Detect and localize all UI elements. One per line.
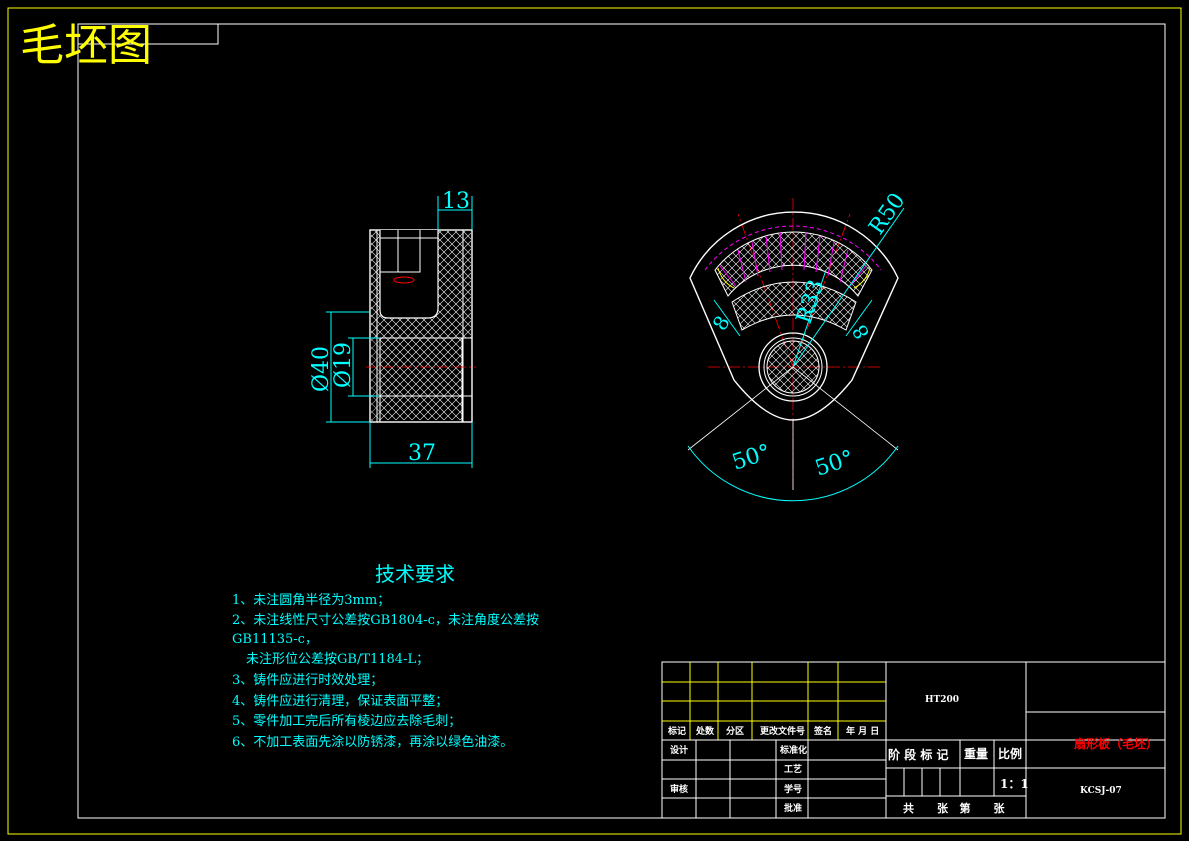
- front-slot: [379, 230, 439, 319]
- part-name: 扇形板（毛坯）: [1074, 736, 1158, 751]
- hdr-mark: 标记: [667, 725, 686, 737]
- tech-req-line-2b: GB11135-c，: [232, 632, 318, 647]
- hdr-doc: 更改文件号: [760, 725, 805, 737]
- hub-outer-circle: [758, 332, 828, 402]
- title-block-text: HT200 标记 处数 分区 更改文件号 签名 年 月 日 设计 标准化 工艺 …: [667, 695, 1158, 815]
- dim-40-label: Ø40: [309, 346, 334, 392]
- hub-mid-circle: [763, 337, 823, 397]
- r33-leader: [792, 269, 827, 368]
- angle-ext-right: [792, 366, 899, 451]
- dim-13-label: 13: [442, 189, 470, 214]
- tech-req-line-4: 4、铸件应进行清理，保证表面平整；: [232, 694, 449, 709]
- dim-37-label: 37: [408, 441, 436, 466]
- tech-req-line-2c: 未注形位公差按GB/T1184-L；: [246, 652, 430, 667]
- front-view: 13 37 Ø40 Ø19: [309, 189, 476, 468]
- row-design: 设计: [670, 744, 688, 756]
- tech-req-line-5: 5、零件加工完后所有棱边应去除毛刺；: [232, 714, 462, 729]
- sheets-label: 共 张 第 张: [903, 801, 1005, 815]
- dim-r50-label: R50: [864, 189, 910, 240]
- hdr-date: 年 月 日: [846, 725, 879, 737]
- sector-web-hatch: [731, 281, 857, 331]
- front-slot-step: [380, 237, 438, 273]
- tech-req-line-3: 3、铸件应进行时效处理；: [232, 673, 384, 688]
- row-review: 审核: [670, 783, 688, 795]
- angle-dim-arc: [687, 445, 899, 502]
- r50-leader: [792, 207, 905, 368]
- row-craft: 工艺: [784, 763, 802, 775]
- title-tab-box: [77, 23, 219, 45]
- side-view: 50° 50° R50 R33 8 8: [687, 189, 910, 502]
- dim-8-left-line: [713, 299, 741, 337]
- revision-grid: [662, 662, 886, 740]
- sector-trace-arc: [717, 267, 871, 289]
- dim-8-right-line: [845, 299, 873, 337]
- row-approve: 批准: [784, 802, 802, 814]
- angle-ext-left: [687, 366, 794, 451]
- hdr-sign: 签名: [813, 725, 832, 737]
- scale-value: 1：1: [1000, 777, 1029, 791]
- material-label: HT200: [925, 695, 959, 705]
- tech-req-title: 技术要求: [375, 562, 455, 586]
- hdr-zone: 分区: [726, 725, 744, 737]
- sheet-inner-frame: [77, 23, 1166, 819]
- dim-8-left-label: 8: [708, 311, 735, 334]
- hdr-count: 处数: [695, 725, 715, 737]
- front-slot-inner: [397, 230, 421, 273]
- tech-req-line-6: 6、不加工表面先涂以防锈漆，再涂以绿色油漆。: [232, 735, 514, 750]
- sector-tooth-marks: [704, 225, 882, 287]
- tech-req-line-1: 1、未注圆角半径为3mm；: [232, 593, 391, 608]
- row-process: 学号: [784, 783, 802, 795]
- weight-label: 重量: [964, 746, 988, 761]
- scale-label: 比例: [998, 746, 1022, 761]
- stage-label: 阶 段 标 记: [888, 747, 949, 762]
- drawing-number: KCSJ-07: [1080, 786, 1122, 796]
- tech-req-line-2a: 2、未注线性尺寸公差按GB1804-c，未注角度公差按: [232, 613, 539, 628]
- sheet-title: 毛坯图: [20, 20, 152, 71]
- dim-angle-left-label: 50°: [729, 440, 774, 476]
- dim-angle-right-label: 50°: [812, 446, 857, 482]
- title-block: [661, 661, 1166, 819]
- sheet-outer-frame: [7, 7, 1182, 835]
- front-bore-hatch: [380, 338, 462, 420]
- sector-outline: [689, 211, 899, 421]
- front-left-hatch: [371, 338, 380, 421]
- dim-19-label: Ø19: [331, 342, 356, 388]
- front-pin-hole: [393, 276, 415, 284]
- row-std: 标准化: [779, 744, 807, 756]
